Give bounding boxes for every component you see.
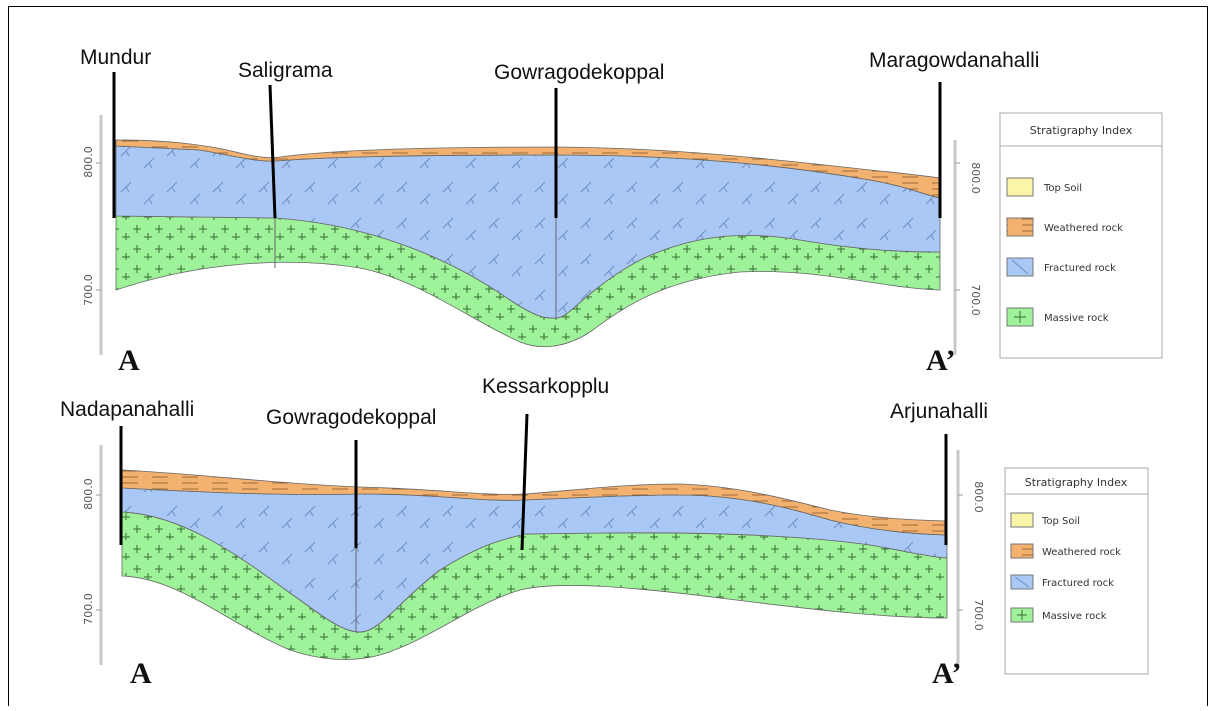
section-1: Mundur Saligrama Gowragodekoppal Maragow… xyxy=(80,46,1163,377)
section-end-label: A’ xyxy=(926,344,955,377)
y-tick-label: 700.0 xyxy=(82,274,95,306)
legend-title: Stratigraphy Index xyxy=(1030,124,1133,137)
weathered-rock-layer xyxy=(115,139,941,199)
stratigraphy-legend: Stratigraphy Index Top Soil Weathered ro… xyxy=(1004,467,1149,675)
y-tick-label: 700.0 xyxy=(969,284,982,316)
well-label: Gowragodekoppal xyxy=(266,406,436,429)
legend-item-top-soil: Top Soil xyxy=(1043,183,1082,194)
section-2: Nadapanahalli Gowragodekoppal Kessarkopp… xyxy=(60,375,1149,690)
well-label: Arjunahalli xyxy=(890,400,988,423)
y-tick-label: 700.0 xyxy=(972,599,985,631)
stratigraphy-legend: Stratigraphy Index Top Soil Weathered ro… xyxy=(999,112,1163,359)
y-tick-label: 800.0 xyxy=(82,146,95,178)
legend-title: Stratigraphy Index xyxy=(1025,476,1128,489)
y-tick-label: 800.0 xyxy=(82,478,95,510)
well-label: Mundur xyxy=(80,46,151,69)
legend-item-fractured-rock: Fractured rock xyxy=(1042,578,1114,589)
section-start-label: A xyxy=(130,657,152,690)
legend-item-weathered-rock: Weathered rock xyxy=(1044,223,1123,234)
y-tick-label: 800.0 xyxy=(972,481,985,513)
y-tick-label: 700.0 xyxy=(82,593,95,625)
legend-item-massive-rock: Massive rock xyxy=(1044,313,1109,324)
figure-frame xyxy=(8,6,1208,706)
y-tick-label: 800.0 xyxy=(969,162,982,194)
well-label: Gowragodekoppal xyxy=(494,61,664,84)
well-marker-kessarkopplu xyxy=(520,413,529,551)
section-end-label: A’ xyxy=(932,657,961,690)
well-marker-saligrama xyxy=(268,84,277,219)
legend-item-massive-rock: Massive rock xyxy=(1042,611,1107,622)
legend-item-fractured-rock: Fractured rock xyxy=(1044,263,1116,274)
well-label: Saligrama xyxy=(238,59,333,82)
section-start-label: A xyxy=(118,344,140,377)
well-label: Kessarkopplu xyxy=(482,375,609,398)
well-label: Nadapanahalli xyxy=(60,398,194,421)
legend-item-top-soil: Top Soil xyxy=(1041,516,1080,527)
well-label: Maragowdanahalli xyxy=(869,49,1039,72)
legend-item-weathered-rock: Weathered rock xyxy=(1042,547,1121,558)
